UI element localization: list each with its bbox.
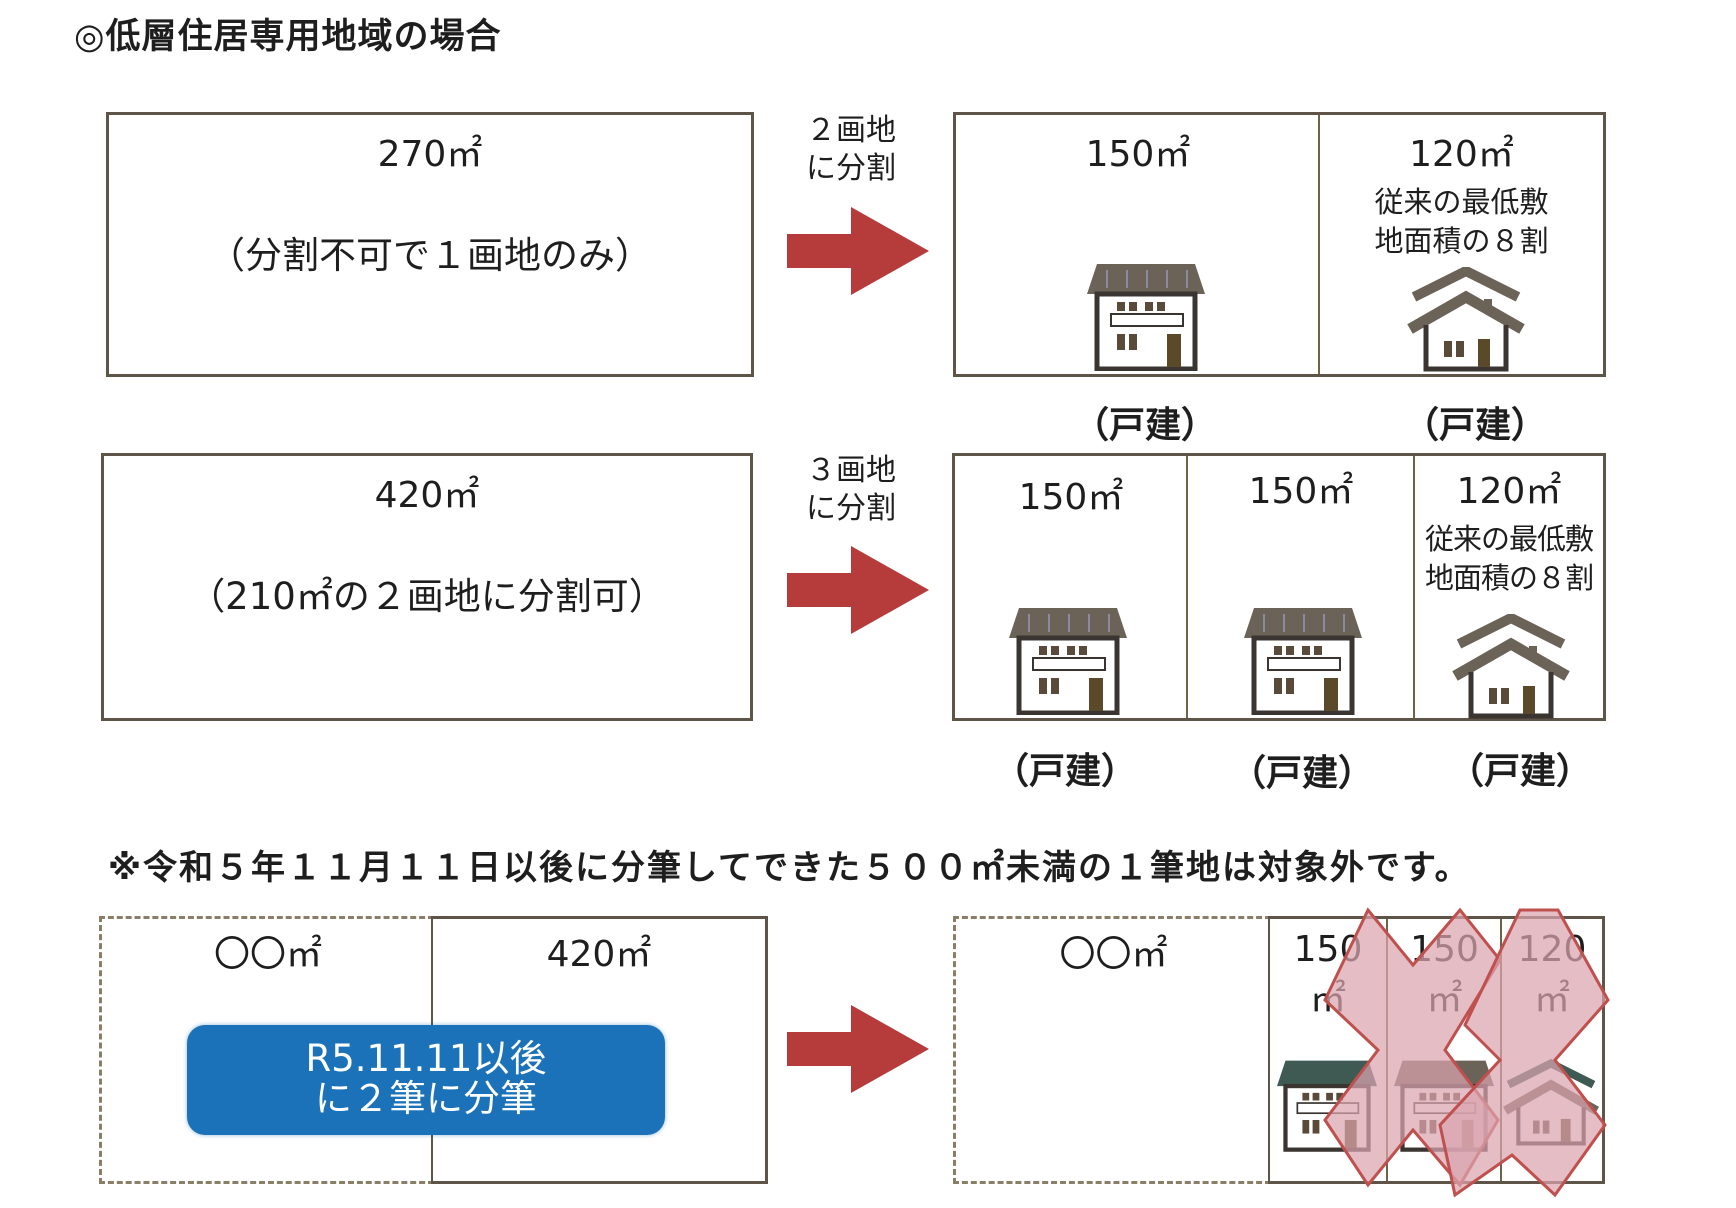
- area-value: 120: [1409, 134, 1478, 175]
- two-story-house-icon: [1244, 608, 1362, 715]
- subdivision-date-badge: R5.11.11以後 に２筆に分筆: [187, 1025, 665, 1135]
- plot-note: 従来の最低敷 地面積の８割: [1320, 183, 1603, 261]
- two-story-house-icon: [1277, 1060, 1377, 1152]
- area-value: 120: [1517, 929, 1587, 970]
- area-unit: ㎡: [1477, 134, 1514, 175]
- plot-area: 120㎡: [1415, 462, 1603, 514]
- area-unit: ㎡: [1533, 979, 1570, 1020]
- plot-area: 150㎡: [956, 125, 1320, 177]
- plot-area: 150㎡: [1188, 462, 1414, 514]
- plot-area: 150㎡: [955, 468, 1187, 520]
- plot-note: 従来の最低敷 地面積の８割: [1415, 520, 1603, 598]
- area-value: 150: [1085, 134, 1155, 175]
- arrow-label-line: に分割: [806, 151, 896, 186]
- note-part: （210: [188, 575, 296, 618]
- badge-line: R5.11.11以後: [305, 1037, 547, 1080]
- plot-note-line: 地面積の８割: [1424, 561, 1594, 595]
- row1-kind-label-1: （戸建）: [1072, 405, 1217, 446]
- area-value: 420: [374, 475, 444, 516]
- area-value: 150: [1293, 929, 1363, 970]
- plot-area: 420㎡: [433, 925, 765, 977]
- plot-area: 120 ㎡: [1502, 925, 1602, 1025]
- row2-plot-3: 120㎡ 従来の最低敷 地面積の８割: [1415, 456, 1603, 719]
- area-unit: ㎡: [1154, 134, 1191, 175]
- row2-kind-label-2: （戸建）: [1229, 753, 1374, 794]
- area-value: 150: [1018, 477, 1088, 518]
- plot-divider: [1318, 115, 1320, 374]
- plot-area: 〇〇㎡: [102, 925, 434, 977]
- row2-original-area: 420㎡: [104, 466, 750, 518]
- area-unit: ㎡: [1426, 979, 1463, 1020]
- row3-after-split-lots: 150 ㎡ 150 ㎡ 120 ㎡: [1268, 916, 1605, 1184]
- row2-plot-2: 150㎡: [1188, 456, 1414, 718]
- plot-divider: [1413, 456, 1415, 718]
- area-unit: ㎡: [1309, 979, 1346, 1020]
- area-unit: ㎡: [615, 934, 652, 975]
- area-value: 150: [1410, 929, 1479, 970]
- row2-original-lot: 420㎡ （210㎡の２画地に分割可）: [101, 453, 753, 721]
- arrow-label-line: に分割: [806, 491, 896, 526]
- right-arrow-icon: [787, 207, 929, 295]
- arrow-label-line: ３画地: [806, 453, 896, 488]
- area-value: 420: [546, 934, 616, 975]
- two-story-house-icon: [1087, 264, 1205, 371]
- right-arrow-icon: [787, 1005, 929, 1093]
- area-unit: ㎡: [1317, 471, 1354, 512]
- area-unit: ㎡: [443, 475, 480, 516]
- exclusion-note: ※令和５年１１月１１日以後に分筆してできた５００㎡未満の１筆地は対象外です。: [108, 848, 1471, 888]
- gabled-house-icon: [1452, 614, 1570, 719]
- row1-plot-2: 120㎡ 従来の最低敷 地面積の８割: [1320, 115, 1603, 374]
- area-value: 120: [1456, 471, 1526, 512]
- row3-plot-1: 150 ㎡: [1270, 919, 1386, 1181]
- area-unit: ㎡: [295, 575, 333, 618]
- plot-note-line: 従来の最低敷: [1424, 522, 1594, 556]
- row1-original-lot: 270㎡ （分割不可で１画地のみ）: [106, 112, 754, 377]
- area-unit: ㎡: [1131, 934, 1168, 975]
- area-unit: ㎡: [286, 934, 323, 975]
- plot-divider: [1186, 456, 1188, 718]
- row1-original-area: 270㎡: [109, 125, 751, 177]
- two-story-house-icon: [1394, 1060, 1494, 1152]
- row2-arrow-label: ３画地 に分割: [791, 452, 911, 528]
- row1-original-note: （分割不可で１画地のみ）: [208, 234, 652, 277]
- row1-split-lots: 150㎡ 120㎡ 従来の最低敷 地面積の８割: [953, 112, 1606, 377]
- row1-plot-1: 150㎡: [956, 115, 1320, 374]
- row3-after-other-lot: 〇〇㎡: [953, 916, 1271, 1184]
- row3-plot-3: 120 ㎡: [1502, 919, 1602, 1181]
- two-story-house-icon: [1009, 608, 1127, 715]
- right-arrow-icon: [787, 546, 929, 634]
- badge-line: に２筆に分筆: [315, 1077, 537, 1120]
- page-title: ◎低層住居専用地域の場合: [74, 17, 502, 57]
- area-value: 270: [377, 134, 447, 175]
- arrow-label-line: ２画地: [806, 113, 896, 148]
- row2-kind-label-1: （戸建）: [992, 751, 1137, 792]
- plot-area: 120㎡: [1320, 125, 1603, 177]
- gabled-house-icon: [1407, 267, 1525, 372]
- area-value: 〇〇: [213, 934, 286, 975]
- row2-split-lots: 150㎡ 150㎡ 120㎡ 従: [952, 453, 1606, 721]
- area-unit: ㎡: [446, 134, 483, 175]
- plot-note-line: 地面積の８割: [1374, 224, 1549, 258]
- area-value: 150: [1248, 471, 1318, 512]
- row2-kind-label-3: （戸建）: [1447, 751, 1592, 792]
- plot-area: 150 ㎡: [1388, 925, 1501, 1025]
- area-value: 〇〇: [1059, 934, 1132, 975]
- row1-arrow-label: ２画地 に分割: [791, 112, 911, 188]
- plot-area: 〇〇㎡: [956, 925, 1271, 977]
- row2-plot-1: 150㎡: [955, 456, 1187, 718]
- gabled-house-icon: [1503, 1058, 1599, 1146]
- area-unit: ㎡: [1087, 477, 1124, 518]
- row3-before-other-lot: 〇〇㎡: [99, 916, 434, 1184]
- row3-plot-2: 150 ㎡: [1388, 919, 1501, 1181]
- row1-kind-label-2: （戸建）: [1402, 405, 1547, 446]
- area-unit: ㎡: [1525, 471, 1562, 512]
- note-part: の２画地に分割可）: [332, 575, 666, 618]
- plot-area: 150 ㎡: [1270, 925, 1386, 1025]
- row2-original-note: （210㎡の２画地に分割可）: [104, 566, 750, 620]
- plot-note-line: 従来の最低敷: [1374, 185, 1549, 219]
